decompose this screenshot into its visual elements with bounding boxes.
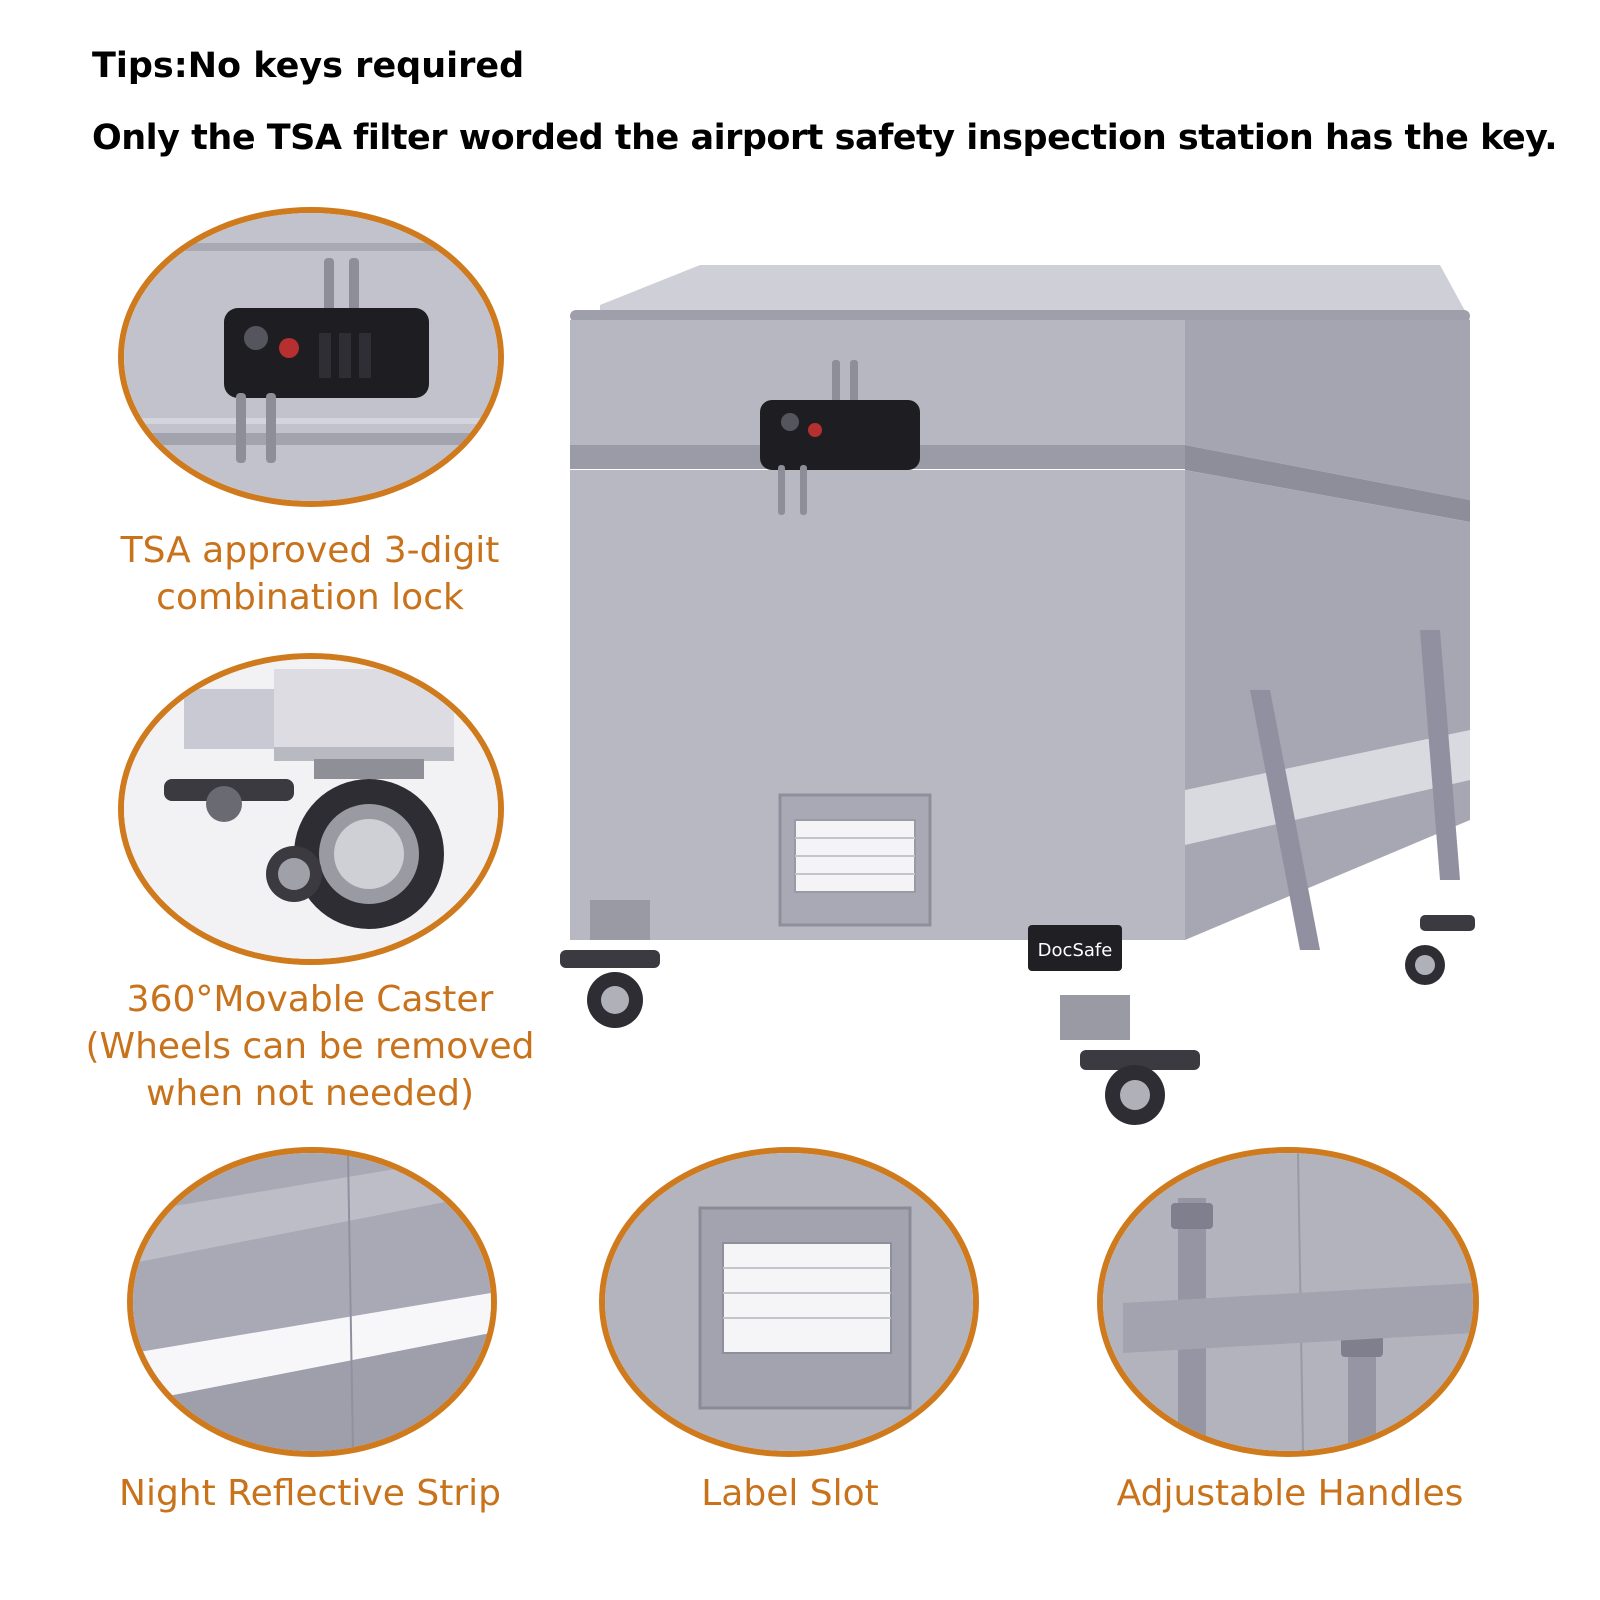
lock-caption: TSA approved 3-digit combination lock — [110, 527, 510, 621]
product-illustration: DocSafe — [560, 260, 1520, 1140]
caster-closeup-image — [124, 659, 498, 959]
strip-closeup-circle — [127, 1147, 497, 1457]
strip-caption: Night Reflective Strip — [119, 1473, 501, 1514]
lock-icon — [224, 258, 429, 463]
label-card-icon — [698, 1206, 912, 1410]
tip-heading: Tips:No keys required — [92, 46, 525, 86]
reflective-strip-icon — [133, 1293, 491, 1403]
lock-caption-line1: TSA approved 3-digit — [120, 530, 500, 571]
strip-closeup-image — [133, 1153, 491, 1451]
caster-closeup-circle — [118, 653, 504, 965]
tip-note: Only the TSA filter worded the airport s… — [92, 118, 1558, 158]
label-slot-icon — [778, 793, 932, 927]
handles-caption: Adjustable Handles — [1116, 1473, 1464, 1514]
wheel-front-right-icon — [1060, 995, 1200, 1125]
caster-caption-line3: when not needed) — [145, 1073, 475, 1114]
caster-wheel-icon — [164, 759, 444, 929]
label-slot-closeup-image — [605, 1153, 973, 1451]
storage-box-image: DocSafe — [560, 265, 1475, 1125]
caster-caption: 360°Movable Caster (Wheels can be remove… — [60, 976, 560, 1117]
box-lock-icon — [760, 360, 920, 515]
handles-closeup-image — [1103, 1153, 1473, 1451]
caster-caption-line2: (Wheels can be removed — [85, 1026, 535, 1067]
caster-caption-line1: 360°Movable Caster — [126, 979, 494, 1020]
handle-strap-icon — [1123, 1198, 1473, 1451]
label-slot-caption: Label Slot — [701, 1473, 879, 1514]
lock-caption-line2: combination lock — [156, 577, 464, 618]
lock-closeup-image — [124, 213, 498, 501]
handles-closeup-circle — [1097, 1147, 1479, 1457]
label-slot-closeup-circle — [599, 1147, 979, 1457]
wheel-front-left-icon — [560, 900, 660, 1028]
wheel-back-right-icon — [1405, 915, 1475, 985]
brand-badge: DocSafe — [1038, 940, 1113, 961]
lock-closeup-circle — [118, 207, 504, 507]
